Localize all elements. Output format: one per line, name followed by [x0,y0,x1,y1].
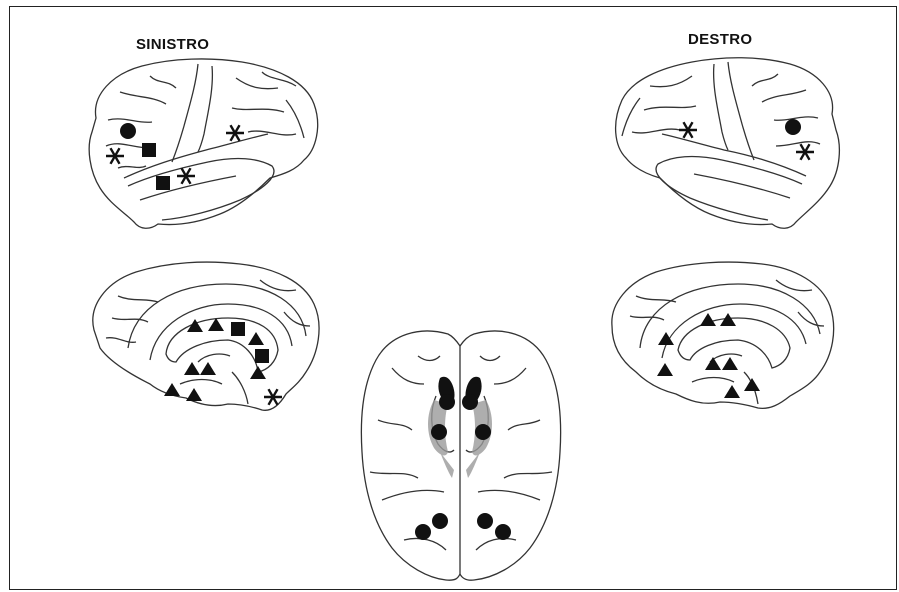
circle-marker [431,424,447,440]
triangle-marker [657,363,673,376]
left-lateral-outline [89,59,317,228]
circle-marker [495,524,511,540]
asterisk-marker [226,125,244,141]
triangle-marker [184,362,200,375]
triangle-marker [658,332,674,345]
circle-marker [432,513,448,529]
square-marker [255,349,269,363]
left-lateral-brain [89,59,317,228]
triangle-marker [186,388,202,401]
triangle-marker [200,362,216,375]
triangle-marker [744,378,760,391]
axial-brain [361,331,560,580]
triangle-marker [722,357,738,370]
right-medial-brain [612,262,834,408]
axial-outline [361,331,560,580]
triangle-marker [250,366,266,379]
asterisk-marker [106,148,124,164]
left-medial-brain [93,262,319,410]
triangle-marker [724,385,740,398]
square-marker [142,143,156,157]
circle-marker [415,524,431,540]
triangle-marker [164,383,180,396]
circle-marker [439,394,455,410]
circle-marker [462,394,478,410]
right-lateral-outline [616,58,840,229]
right-lateral-brain [616,58,840,229]
asterisk-marker [679,122,697,138]
circle-marker [120,123,136,139]
circle-marker [785,119,801,135]
asterisk-marker [796,144,814,160]
square-marker [231,322,245,336]
right-lateral-sylvian-fissure [662,134,806,176]
triangle-marker [700,313,716,326]
triangle-marker [705,357,721,370]
circle-marker [477,513,493,529]
asterisk-marker [177,168,195,184]
circle-marker [475,424,491,440]
left-medial-outline [93,262,319,410]
square-marker [156,176,170,190]
triangle-marker [248,332,264,345]
